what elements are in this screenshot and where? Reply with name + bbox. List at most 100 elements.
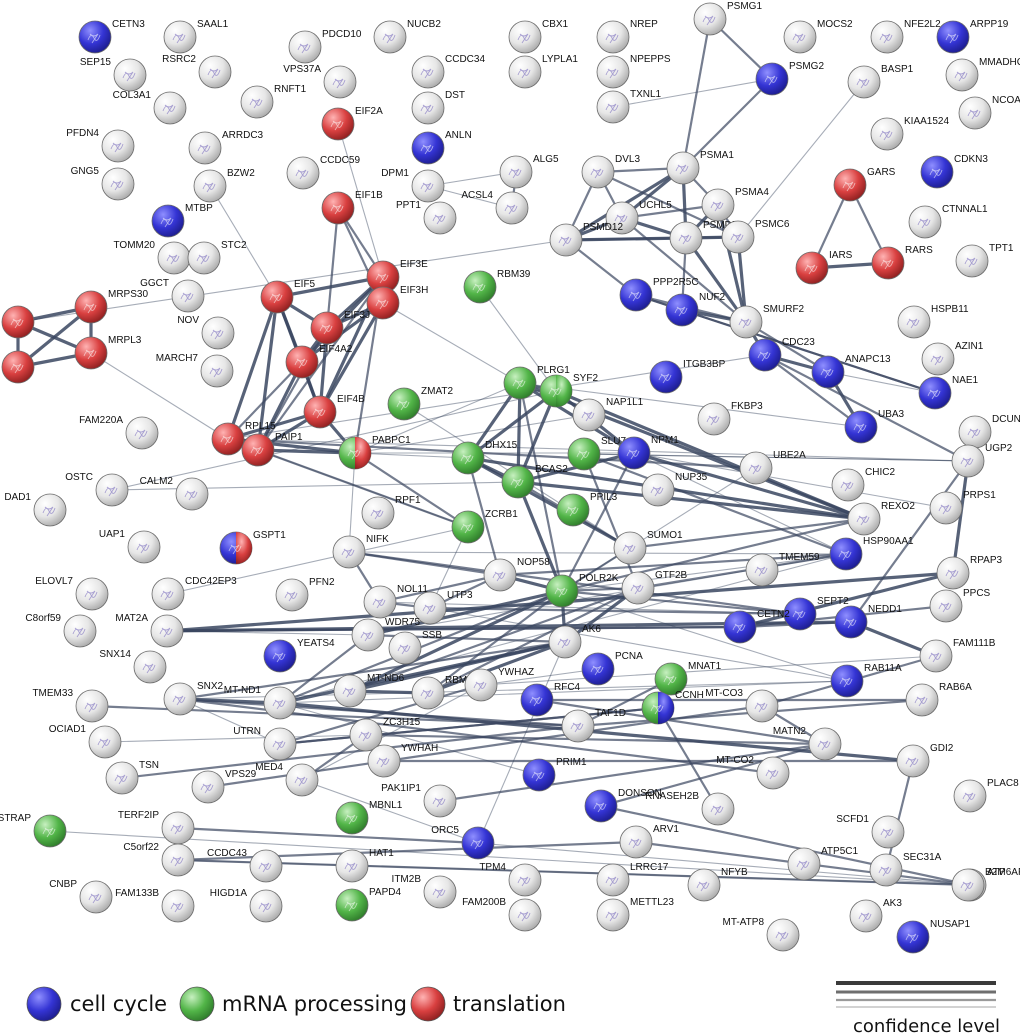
node-tmem59[interactable]: TMEM59 <box>745 552 820 587</box>
node-circle-zcrb1[interactable] <box>451 510 485 544</box>
node-circle-eif3h[interactable] <box>366 286 400 320</box>
node-dhx15[interactable]: DHX15 <box>451 440 518 475</box>
node-circle-pdcd10[interactable] <box>288 30 322 64</box>
node-circle-mt-co3[interactable] <box>745 689 779 723</box>
node-circle-eif4b[interactable] <box>303 395 337 429</box>
node-donson[interactable]: DONSON <box>584 788 662 823</box>
node-circle-yeats4[interactable] <box>263 639 297 673</box>
node-circle-march7[interactable] <box>200 354 234 388</box>
node-circle-c8orf59[interactable] <box>63 614 97 648</box>
node-psma4[interactable]: PSMA4 <box>701 187 769 222</box>
node-scfd1[interactable]: SCFD1 <box>836 814 905 849</box>
node-circle-ywhah[interactable] <box>367 744 401 778</box>
node-fam133b[interactable]: FAM133B <box>115 888 195 923</box>
node-circle-fam111b[interactable] <box>919 639 953 673</box>
node-ywhah[interactable]: YWHAH <box>367 743 438 778</box>
node-circle-plac8[interactable] <box>953 779 987 813</box>
node-vps37a[interactable]: VPS37A <box>283 64 357 99</box>
node-acsl4[interactable]: ACSL4 <box>461 190 529 225</box>
node-circle-nfe2l2[interactable] <box>870 20 904 54</box>
node-eif1b[interactable]: EIF1B <box>321 190 383 225</box>
node-circle-anln[interactable] <box>411 131 445 165</box>
node-ppil3[interactable]: PPIL3 <box>556 492 618 527</box>
node-nrep[interactable]: NREP <box>596 19 658 54</box>
node-pfdn4[interactable]: PFDN4 <box>66 128 135 163</box>
node-circle-cnbp[interactable] <box>79 880 113 914</box>
node-circle-cetn3[interactable] <box>78 20 112 54</box>
node-circle-npm1[interactable] <box>617 436 651 470</box>
node-arpp19[interactable]: ARPP19 <box>936 19 1009 54</box>
node-circle-tpt1[interactable] <box>955 244 989 278</box>
node-zmat2[interactable]: ZMAT2 <box>387 386 453 421</box>
node-lrrc17[interactable]: LRRC17 <box>596 862 669 897</box>
node-circle-gars[interactable] <box>833 168 867 202</box>
node-tpm4[interactable]: TPM4 <box>479 862 542 897</box>
node-circle-mbnl1[interactable] <box>335 801 369 835</box>
node-tpt1[interactable]: TPT1 <box>955 243 1014 278</box>
node-syf2[interactable]: SYF2 <box>539 373 598 408</box>
node-nedd1[interactable]: NEDD1 <box>834 604 902 639</box>
node-circle-uchl5[interactable] <box>605 201 639 235</box>
node-circle-atp5c1[interactable] <box>787 847 821 881</box>
node-circle-cbx1[interactable] <box>508 20 542 54</box>
node-circle-utp3[interactable] <box>413 591 447 625</box>
node-circle-mrpl3[interactable] <box>74 336 108 370</box>
node-fkbp3[interactable]: FKBP3 <box>697 401 763 436</box>
node-circle-psmc6[interactable] <box>721 220 755 254</box>
node-eif3h[interactable]: EIF3H <box>366 285 428 320</box>
node-circle-eif3j[interactable] <box>310 311 344 345</box>
node-mocs2[interactable]: MOCS2 <box>783 19 853 54</box>
node-cbx1[interactable]: CBX1 <box>508 19 569 54</box>
node-itm2b[interactable]: ITM2B <box>392 874 457 909</box>
node-uchl5[interactable]: UCHL5 <box>605 200 672 235</box>
node-circle-nuf2[interactable] <box>665 293 699 327</box>
node-mt-co3[interactable]: MT-CO3 <box>705 688 779 723</box>
node-wdr75[interactable]: WDR75 <box>351 617 420 652</box>
node-circle-mnat1[interactable] <box>654 662 688 696</box>
node-circle-txnl1[interactable] <box>596 90 630 124</box>
node-circle-fam220a[interactable] <box>125 416 159 450</box>
node-circle-hat1[interactable] <box>335 849 369 883</box>
node-mettl23[interactable]: METTL23 <box>596 897 674 932</box>
node-nov[interactable]: NOV <box>177 315 235 350</box>
node-circle-tmem33[interactable] <box>75 689 109 723</box>
node-nusap1[interactable]: NUSAP1 <box>896 919 970 954</box>
node-circle-ggct[interactable] <box>171 279 205 313</box>
node-circle-nusap1[interactable] <box>896 920 930 954</box>
node-rpl15[interactable]: RPL15 <box>211 421 276 456</box>
node-circle-dad1[interactable] <box>33 493 67 527</box>
node-circle-b2m[interactable] <box>951 868 985 902</box>
node-circle-nov[interactable] <box>201 316 235 350</box>
node-nop58[interactable]: NOP58 <box>483 557 550 592</box>
node-eif3j[interactable]: EIF3J <box>310 310 370 345</box>
node-hspb11[interactable]: HSPB11 <box>897 304 969 339</box>
node-gspt1[interactable]: GSPT1 <box>219 530 286 565</box>
node-txnl1[interactable]: TXNL1 <box>596 89 662 124</box>
node-rexo2[interactable]: REXO2 <box>847 501 915 536</box>
node-ak3[interactable]: AK3 <box>849 898 902 933</box>
node-ywhaz[interactable]: YWHAZ <box>464 667 534 702</box>
node-circle-pfdn4[interactable] <box>101 129 135 163</box>
node-higd1a[interactable]: HIGD1A <box>210 888 283 923</box>
node-rbm34[interactable]: RBM34 <box>411 675 479 710</box>
node-circle-cetn2[interactable] <box>723 610 757 644</box>
node-circle-nrep[interactable] <box>596 20 630 54</box>
node-circle-orc5[interactable] <box>461 826 495 860</box>
node-circle-npepps[interactable] <box>596 55 630 89</box>
node-circle-vps37a[interactable] <box>323 65 357 99</box>
node-arv1[interactable]: ARV1 <box>619 824 679 859</box>
node-circle-acsl4[interactable] <box>495 191 529 225</box>
node-circle-utrn[interactable] <box>263 727 297 761</box>
node-terf2ip[interactable]: TERF2IP <box>118 810 195 845</box>
node-circle-cdkn3[interactable] <box>920 155 954 189</box>
node-circle-mt-co2[interactable] <box>756 756 790 790</box>
node-sumo1[interactable]: SUMO1 <box>613 530 683 565</box>
node-mt-nd6[interactable]: MT-ND6 <box>333 673 405 708</box>
node-gtf2b[interactable]: GTF2B <box>621 570 688 605</box>
node-circle-ccdc43[interactable] <box>249 849 283 883</box>
node-iars[interactable]: IARS <box>795 250 853 285</box>
node-circle-hspb11[interactable] <box>897 305 931 339</box>
node-ggct[interactable]: GGCT <box>140 278 205 313</box>
node-snx2[interactable]: SNX2 <box>163 681 224 716</box>
node-rbm39[interactable]: RBM39 <box>463 269 531 304</box>
